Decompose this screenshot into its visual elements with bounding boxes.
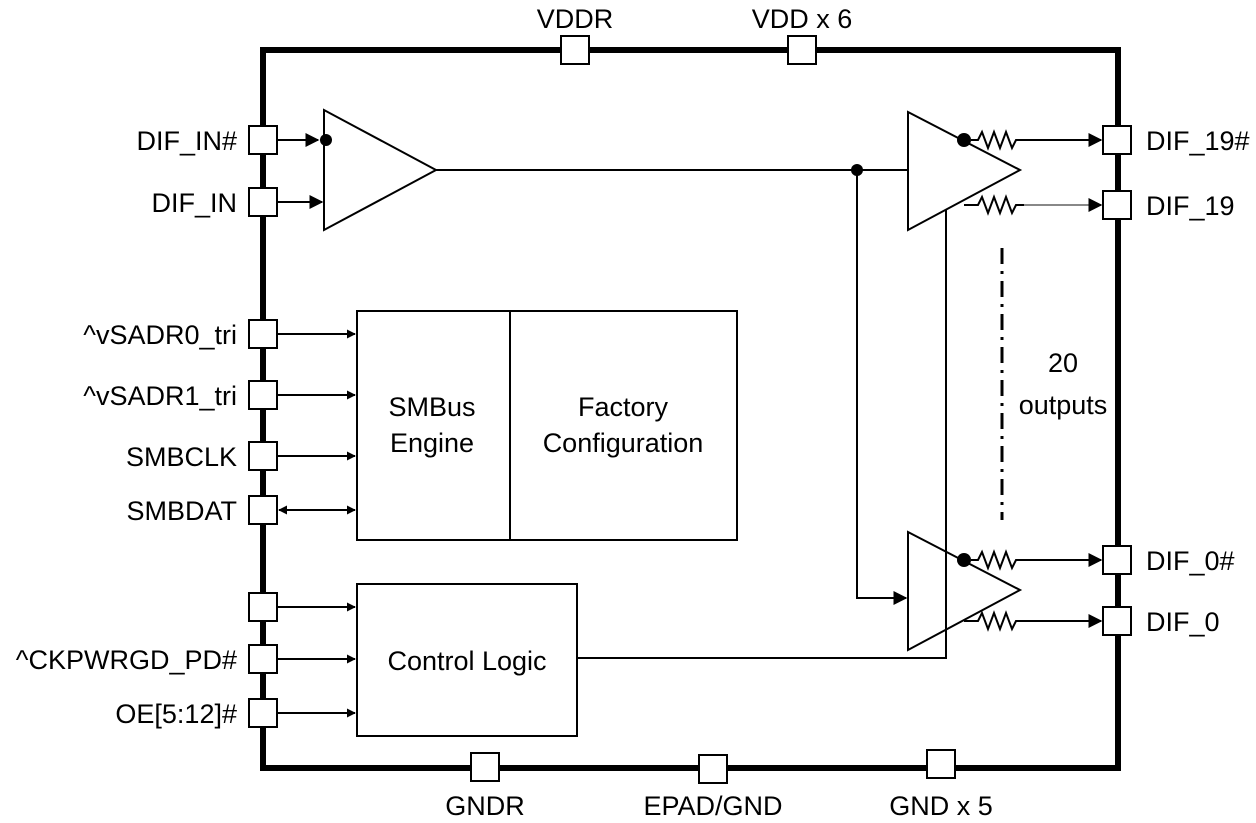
resistor-dif-0-n (971, 549, 1024, 571)
pin-label-vdd: VDD x 6 (752, 4, 853, 34)
factory-config-block (509, 310, 738, 541)
pin-label-vddr: VDDR (537, 4, 614, 34)
pin-label-ckpwrgd: ^CKPWRGD_PD# (16, 645, 237, 675)
resistor-dif-19 (964, 194, 1024, 216)
pin-label-dif-19: DIF_19 (1146, 191, 1235, 221)
pin-vsadr1 (248, 380, 278, 410)
factory-config-label-1: Factory (578, 392, 669, 422)
invert-bubble-out-19 (957, 133, 971, 147)
wire-clock-bus-down (856, 170, 908, 605)
resistor-dif-0 (964, 610, 1024, 632)
pin-label-gndr: GNDR (445, 791, 525, 821)
pin-smbclk (248, 441, 278, 471)
outputs-word: outputs (1019, 390, 1108, 420)
factory-config-label-2: Configuration (543, 428, 704, 458)
pin-unlabeled (248, 592, 278, 622)
pin-label-dif-in-n: DIF_IN# (136, 126, 237, 156)
smbus-engine-block (356, 310, 511, 541)
pin-label-smbclk: SMBCLK (126, 442, 237, 472)
pin-ckpwrgd (248, 644, 278, 674)
smbus-engine-label-2: Engine (390, 428, 474, 458)
pin-label-dif-0: DIF_0 (1146, 607, 1220, 637)
pin-dif-in-n (248, 125, 278, 155)
pin-label-vsadr0: ^vSADR0_tri (83, 320, 237, 350)
pin-gnd (926, 749, 956, 779)
control-logic-block (356, 583, 578, 737)
resistor-dif-19-n (971, 129, 1024, 151)
pin-label-dif-0-n: DIF_0# (1146, 546, 1235, 576)
pin-dif-0-n (1102, 545, 1132, 575)
pin-label-vsadr1: ^vSADR1_tri (83, 381, 237, 411)
invert-bubble-input (320, 134, 332, 146)
wire-control-enable (577, 210, 947, 659)
pin-label-gnd: GND x 5 (889, 791, 993, 821)
pin-vsadr0 (248, 319, 278, 349)
pin-label-dif-in: DIF_IN (151, 188, 237, 218)
invert-bubble-out-0 (957, 553, 971, 567)
pin-dif-19 (1102, 190, 1132, 220)
pin-dif-19-n (1102, 125, 1132, 155)
pin-gndr (470, 752, 500, 782)
pin-smbdat (248, 495, 278, 525)
pin-vddr (560, 35, 590, 65)
pin-label-oe: OE[5:12]# (115, 699, 237, 729)
input-buffer (323, 108, 439, 232)
smbus-engine-label-1: SMBus (388, 392, 475, 422)
pin-vdd (787, 35, 817, 65)
pin-label-dif-19-n: DIF_19# (1146, 126, 1250, 156)
pin-epad (698, 754, 728, 784)
pin-dif-0 (1102, 606, 1132, 636)
pin-label-smbdat: SMBDAT (126, 496, 237, 526)
pin-dif-in (248, 187, 278, 217)
pin-oe (248, 698, 278, 728)
pin-label-epad: EPAD/GND (643, 791, 782, 821)
outputs-count: 20 (1048, 348, 1078, 378)
control-logic-label: Control Logic (387, 646, 546, 676)
